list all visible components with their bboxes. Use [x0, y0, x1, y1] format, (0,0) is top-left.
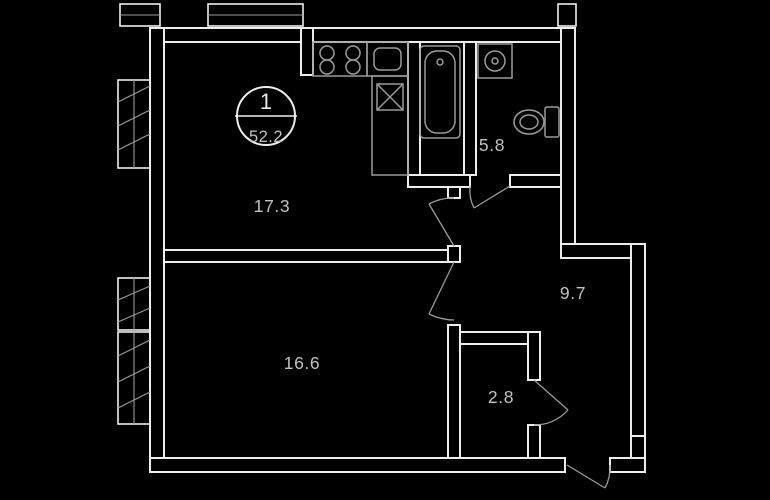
- sink-icon: [366, 41, 409, 77]
- door-arc: [566, 464, 611, 489]
- wall-vertical-lower: [447, 324, 461, 459]
- wall-vertical-mid: [447, 245, 461, 263]
- stove-icon: [312, 41, 368, 77]
- door-arc: [533, 379, 569, 426]
- wall-left: [149, 27, 165, 473]
- room-area-label: 9.7: [560, 283, 586, 303]
- window-symbol: [119, 3, 161, 27]
- window-symbol: [117, 277, 151, 331]
- wall-bath-bottom-right: [509, 174, 562, 188]
- washing-machine-icon: [477, 43, 513, 79]
- apartment-number-badge: 1 52.2: [235, 86, 297, 146]
- wall-mid-horizontal: [163, 249, 449, 263]
- wall-top-stub: [300, 27, 314, 76]
- room-labels: 17.3 5.8 9.7 16.6 2.8: [254, 135, 586, 407]
- window-symbol: [207, 3, 304, 27]
- door-arc: [469, 185, 511, 209]
- bathtub-icon: [419, 45, 461, 139]
- apartment-number: 1: [260, 89, 272, 114]
- wall-top: [159, 27, 576, 43]
- room-area-label: 17.3: [254, 196, 290, 216]
- wall-entry-corner: [609, 457, 646, 473]
- wall-storage-right-lower: [527, 424, 541, 459]
- wall-storage-right-upper: [527, 331, 541, 381]
- walls: [149, 27, 646, 473]
- kitchen-counter: [371, 75, 409, 176]
- wall-right-upper: [560, 27, 576, 259]
- wall-kitchen-bath-divider: [407, 41, 421, 176]
- wall-right-lower: [630, 243, 646, 437]
- wall-bottom: [149, 457, 566, 473]
- door-arc: [428, 261, 455, 321]
- window-symbol: [117, 79, 151, 169]
- total-area-label: 52.2: [249, 128, 283, 146]
- window-symbols: [117, 3, 577, 425]
- window-symbol: [557, 3, 577, 27]
- room-area-label: 16.6: [284, 353, 320, 373]
- doors: [428, 185, 611, 489]
- wall-bath-inner: [463, 41, 477, 176]
- window-symbol: [117, 331, 151, 425]
- fixtures: [312, 41, 560, 176]
- toilet-icon: [513, 106, 560, 138]
- door-arc: [428, 197, 455, 247]
- room-area-label: 5.8: [479, 135, 505, 155]
- wall-bath-bottom-left: [407, 174, 471, 188]
- room-area-label: 2.8: [488, 387, 514, 407]
